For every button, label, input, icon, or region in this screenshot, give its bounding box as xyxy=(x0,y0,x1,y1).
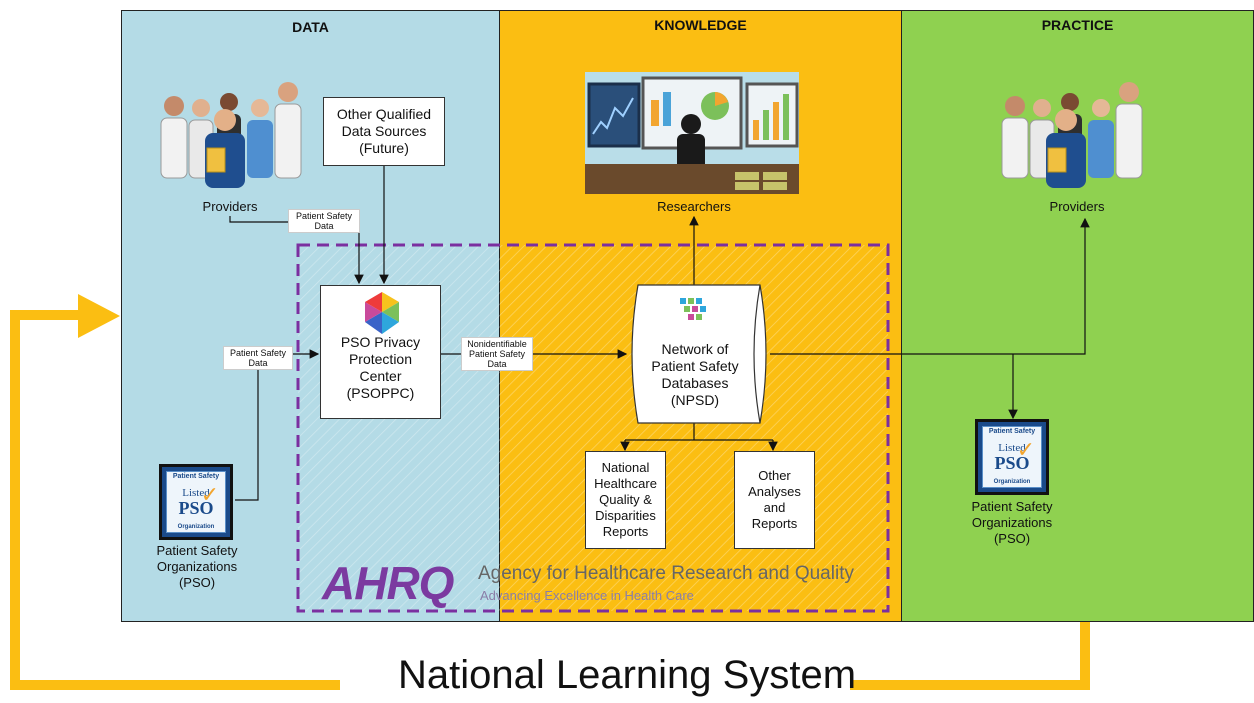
providers-group-image-right xyxy=(1001,82,1143,188)
other-analyses-box: Other Analyses and Reports xyxy=(734,451,815,549)
pso-badge-right-top: Patient Safety xyxy=(988,428,1036,435)
pso-badge-left-top: Patient Safety xyxy=(172,473,220,480)
patient-safety-data-tag-left: Patient Safety Data xyxy=(223,346,293,370)
check-icon: ✓ xyxy=(200,482,219,507)
pso-badge-right-listed: Listed xyxy=(998,442,1026,454)
pso-badge-left-pso: PSO xyxy=(178,498,214,518)
npsd-label: Network of Patient Safety Databases (NPS… xyxy=(651,341,739,408)
pso-badge-right-bottom: Organization xyxy=(993,479,1031,485)
npsd-cylinder xyxy=(631,284,767,424)
psoppc-logo-icon xyxy=(365,292,399,334)
npsd-logo-icon xyxy=(680,298,706,320)
pso-badge-left-listed: Listed xyxy=(182,487,210,499)
national-learning-system-title: National Learning System xyxy=(397,653,857,697)
data-panel-title: DATA xyxy=(292,19,329,35)
psoppc-box: PSO Privacy Protection Center (PSOPPC) xyxy=(320,285,441,419)
ahrq-agency-name: Agency for Healthcare Research and Quali… xyxy=(478,563,854,584)
pso-right-label: Patient Safety Organizations (PSO) xyxy=(971,499,1053,546)
pso-badge-left-bottom: Organization xyxy=(177,524,215,530)
pso-left-label: Patient Safety Organizations (PSO) xyxy=(156,543,238,590)
other-data-sources-box: Other Qualified Data Sources (Future) xyxy=(323,97,445,166)
pso-badge-right: Patient Safety Listed PSO ✓ Organization xyxy=(975,419,1049,495)
practice-panel-title: PRACTICE xyxy=(1041,17,1114,33)
ahrq-tagline: Advancing Excellence in Health Care xyxy=(480,588,694,603)
check-icon: ✓ xyxy=(1016,437,1035,462)
knowledge-panel-title: KNOWLEDGE xyxy=(654,17,747,33)
providers-right-label: Providers xyxy=(1049,199,1105,214)
patient-safety-data-tag-top: Patient Safety Data xyxy=(288,209,360,233)
providers-group-image-left xyxy=(160,82,302,188)
nhqdr-box: National Healthcare Quality & Disparitie… xyxy=(585,451,666,549)
providers-left-label: Providers xyxy=(202,199,258,214)
practice-panel: PRACTICE xyxy=(901,10,1254,622)
psoppc-label: PSO Privacy Protection Center (PSOPPC) xyxy=(340,334,421,401)
pso-badge-left: Patient Safety Listed PSO ✓ Organization xyxy=(159,464,233,540)
ahrq-logo: AHRQ xyxy=(322,557,454,609)
nonidentifiable-data-tag: Nonidentifiable Patient Safety Data xyxy=(461,337,533,371)
researchers-label: Researchers xyxy=(657,199,731,214)
pso-badge-right-pso: PSO xyxy=(994,453,1030,473)
researchers-image xyxy=(585,72,799,194)
